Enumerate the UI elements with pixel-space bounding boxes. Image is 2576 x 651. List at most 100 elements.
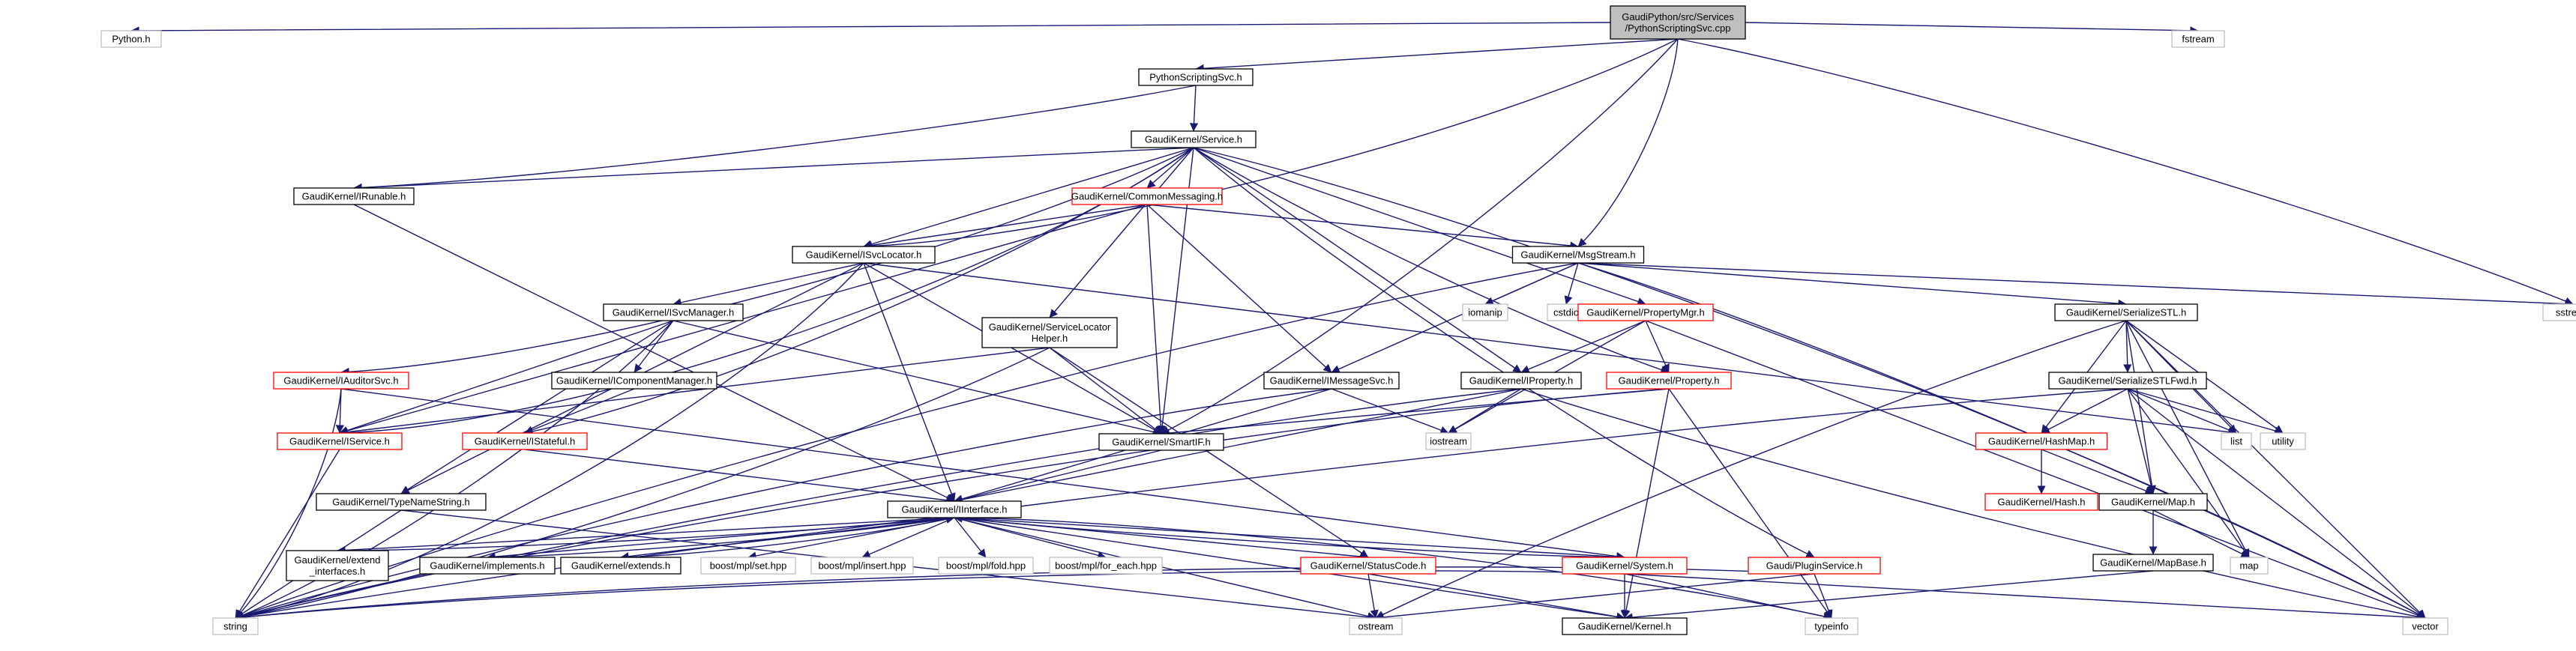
edge-root-to-isvclocator_h xyxy=(863,38,1679,251)
node-system-h[interactable]: GaudiKernel/System.h xyxy=(1562,557,1688,575)
node-box xyxy=(462,432,588,450)
node-label: GaudiKernel/ISvcLocator.h xyxy=(806,249,922,261)
node-label: GaudiKernel/IProperty.h xyxy=(1469,375,1574,387)
node-imessagesvc-h[interactable]: GaudiKernel/IMessageSvc.h xyxy=(1263,372,1400,390)
edge-root-to-python_h xyxy=(130,22,1611,35)
node-label: GaudiKernel/ISvcManager.h xyxy=(613,307,735,318)
edge-isvclocator_h-to-isvcmanager_h xyxy=(672,262,864,307)
node-box xyxy=(551,372,717,390)
node-smartif-h[interactable]: GaudiKernel/SmartIF.h xyxy=(1098,433,1224,451)
edge-service_h-to-propertymgr_h xyxy=(1193,147,1646,306)
node-pluginservice-h[interactable]: Gaudi/PluginService.h xyxy=(1748,557,1881,575)
edge-commonmessaging_h-to-isvclocator_h xyxy=(863,204,1148,249)
node-root[interactable]: GaudiPython/src/Services/PythonScripting… xyxy=(1610,5,1746,40)
edge-isvcmanager_h-to-smartif_h xyxy=(672,320,1162,437)
node-label: GaudiKernel/SerializeSTLFwd.h xyxy=(2059,375,2197,387)
edge-isvcmanager_h-to-typenamestring_h xyxy=(400,320,674,494)
node-boost-insert: boost/mpl/insert.hpp xyxy=(810,557,914,575)
node-label: GaudiKernel/MsgStream.h xyxy=(1520,249,1635,261)
node-label: GaudiKernel/Hash.h xyxy=(1997,497,2085,508)
node-icomponentmanager-h[interactable]: GaudiKernel/IComponentManager.h xyxy=(551,372,717,390)
node-iauditorsvc-h[interactable]: GaudiKernel/IAuditorSvc.h xyxy=(273,372,409,390)
node-statuscode-h[interactable]: GaudiKernel/StatusCode.h xyxy=(1300,557,1436,575)
node-iproperty-h[interactable]: GaudiKernel/IProperty.h xyxy=(1460,372,1582,390)
node-msgstream-h[interactable]: GaudiKernel/MsgStream.h xyxy=(1511,246,1645,264)
edge-isvclocator_h-to-list xyxy=(863,262,2237,437)
node-kernel-h[interactable]: GaudiKernel/Kernel.h xyxy=(1562,617,1688,635)
node-extend-interfaces-h[interactable]: GaudiKernel/extend_interfaces.h xyxy=(286,550,389,581)
edge-serializestlfwd_h-to-map_h xyxy=(2127,388,2155,494)
node-label: cstdio xyxy=(1553,307,1579,318)
edge-property_h-to-kernel_h xyxy=(1622,388,1670,619)
edge-isvclocator_h-to-smartif_h xyxy=(863,262,1162,434)
node-label: Gaudi/PluginService.h xyxy=(1766,560,1863,572)
node-box xyxy=(792,246,936,264)
node-box xyxy=(2048,372,2207,390)
node-hashmap-h[interactable]: GaudiKernel/HashMap.h xyxy=(1975,432,2108,450)
node-property-h[interactable]: GaudiKernel/Property.h xyxy=(1606,372,1732,390)
node-label: _interfaces.h xyxy=(309,566,365,577)
edge-iinterface_h-to-boost_for_each xyxy=(954,517,1107,560)
node-map-h[interactable]: GaudiKernel/Map.h xyxy=(2098,493,2208,511)
edge-servicelocatorhelper_h-to-statuscode_h xyxy=(1049,347,1369,558)
node-label: iostream xyxy=(1430,436,1467,447)
node-label: GaudiKernel/Property.h xyxy=(1619,375,1720,387)
node-box xyxy=(603,303,744,321)
node-commonmessaging-h[interactable]: GaudiKernel/CommonMessaging.h xyxy=(1071,187,1223,205)
node-iomanip: iomanip xyxy=(1462,303,1508,321)
node-typenamestring-h[interactable]: GaudiKernel/TypeNameString.h xyxy=(316,493,487,511)
node-isvclocator-h[interactable]: GaudiKernel/ISvcLocator.h xyxy=(792,246,936,264)
edge-service_h-to-vector xyxy=(1193,147,2426,619)
node-label: GaudiKernel/StatusCode.h xyxy=(1310,560,1427,572)
node-label: boost/mpl/fold.hpp xyxy=(946,560,1026,572)
node-label: GaudiKernel/Service.h xyxy=(1145,134,1242,145)
node-hash-h[interactable]: GaudiKernel/Hash.h xyxy=(1984,493,2098,511)
node-mapbase-h[interactable]: GaudiKernel/MapBase.h xyxy=(2092,554,2214,572)
node-box xyxy=(2092,554,2214,572)
node-typeinfo: typeinfo xyxy=(1805,617,1859,635)
node-label: GaudiKernel/extend xyxy=(295,554,381,566)
node-box xyxy=(2542,303,2576,321)
edge-icomponentmanager_h-to-istateful_h xyxy=(524,388,635,434)
node-box xyxy=(212,617,259,635)
node-isvcmanager-h[interactable]: GaudiKernel/ISvcManager.h xyxy=(603,303,744,321)
node-label: utility xyxy=(2272,436,2294,447)
node-box xyxy=(1049,557,1163,575)
edge-service_h-to-commonmessaging_h xyxy=(1146,147,1194,189)
edge-irunable_h-to-iinterface_h xyxy=(353,204,955,502)
node-pythonscriptingsvc-h[interactable]: PythonScriptingSvc.h xyxy=(1138,68,1254,86)
node-label: GaudiKernel/ServiceLocator xyxy=(989,321,1111,333)
node-box xyxy=(419,557,556,575)
edge-isvcmanager_h-to-string xyxy=(235,320,674,620)
node-box xyxy=(887,500,1022,518)
edge-propertymgr_h-to-vector xyxy=(1645,320,2426,620)
node-label: GaudiKernel/SerializeSTL.h xyxy=(2066,307,2186,318)
node-irunable-h[interactable]: GaudiKernel/IRunable.h xyxy=(293,187,415,205)
edge-commonmessaging_h-to-msgstream_h xyxy=(1146,204,1579,250)
node-boost-for-each: boost/mpl/for_each.hpp xyxy=(1049,557,1163,575)
node-serializestl-h[interactable]: GaudiKernel/SerializeSTL.h xyxy=(2054,303,2198,321)
edge-root-to-smartif_h xyxy=(1161,38,1679,434)
node-box xyxy=(1610,5,1746,40)
node-iservice-h[interactable]: GaudiKernel/IService.h xyxy=(277,432,403,450)
node-extends-h[interactable]: GaudiKernel/extends.h xyxy=(560,557,681,575)
node-serializestlfwd-h[interactable]: GaudiKernel/SerializeSTLFwd.h xyxy=(2048,372,2207,390)
node-service-h[interactable]: GaudiKernel/Service.h xyxy=(1131,130,1257,148)
edge-servicelocatorhelper_h-to-smartif_h xyxy=(1049,347,1162,434)
node-iinterface-h[interactable]: GaudiKernel/IInterface.h xyxy=(887,500,1022,518)
node-implements-h[interactable]: GaudiKernel/implements.h xyxy=(419,557,556,575)
node-propertymgr-h[interactable]: GaudiKernel/PropertyMgr.h xyxy=(1577,303,1714,321)
edge-msgstream_h-to-cstdio xyxy=(1564,262,1579,305)
node-istateful-h[interactable]: GaudiKernel/IStateful.h xyxy=(462,432,588,450)
node-boost-set: boost/mpl/set.hpp xyxy=(700,557,796,575)
edge-statuscode_h-to-kernel_h xyxy=(1367,573,1625,621)
node-iostream: iostream xyxy=(1425,432,1472,450)
node-label: GaudiKernel/CommonMessaging.h xyxy=(1071,191,1223,202)
node-label: GaudiKernel/implements.h xyxy=(430,560,544,572)
node-boost-fold: boost/mpl/fold.hpp xyxy=(938,557,1034,575)
edge-iproperty_h-to-vector xyxy=(1520,388,2426,621)
edge-msgstream_h-to-sstream xyxy=(1577,262,2574,309)
node-box xyxy=(1098,433,1224,451)
